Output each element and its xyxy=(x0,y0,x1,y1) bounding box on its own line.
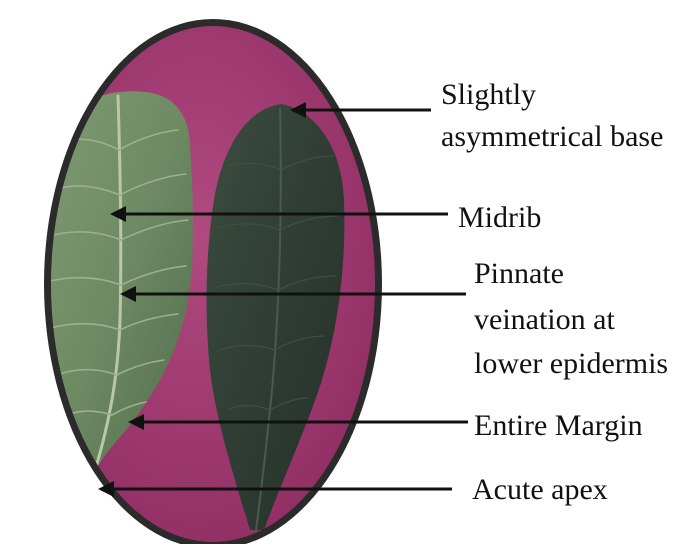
label-base-line-1: Slightly xyxy=(441,77,536,113)
label-venation-line-1: Pinnate xyxy=(474,256,564,292)
label-margin: Entire Margin xyxy=(474,408,643,444)
label-apex: Acute apex xyxy=(472,472,608,508)
label-midrib: Midrib xyxy=(458,200,541,236)
label-venation-line-2: veination at xyxy=(474,302,615,338)
label-venation-line-3: lower epidermis xyxy=(474,346,668,382)
label-base-line-2: asymmetrical base xyxy=(441,119,663,155)
